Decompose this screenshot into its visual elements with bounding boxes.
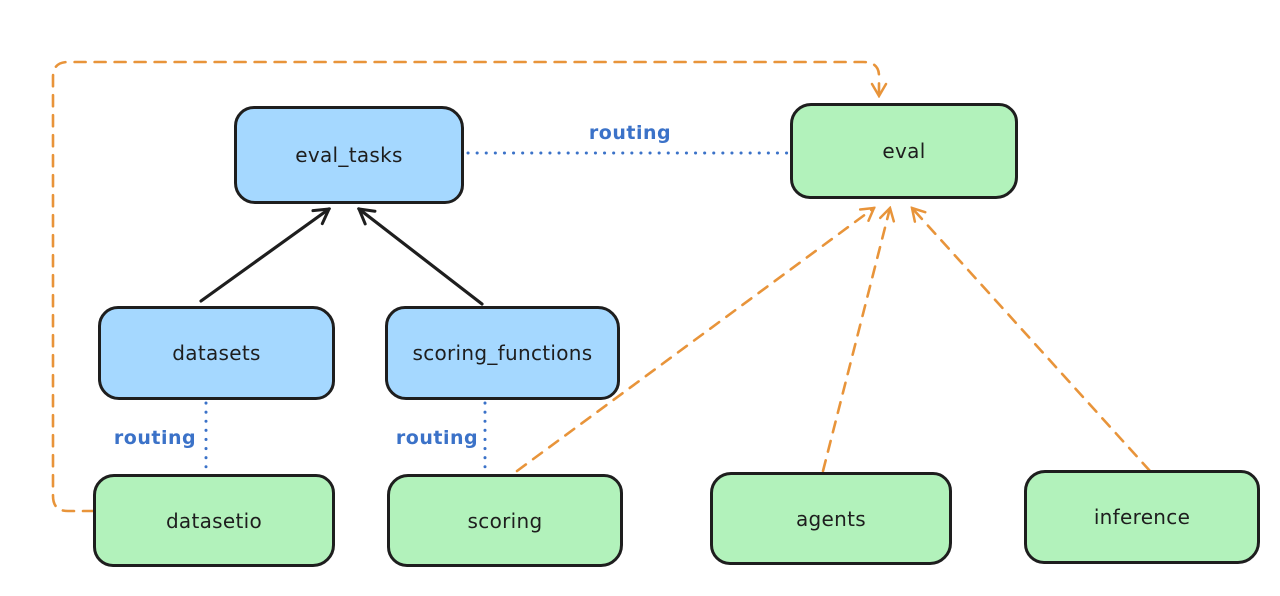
node-eval-label: eval: [882, 139, 926, 163]
node-scoring-label: scoring: [467, 508, 543, 533]
node-scoring: scoring: [387, 474, 623, 567]
node-datasets-label: datasets: [172, 341, 261, 365]
edge-datasets-to-eval_tasks: [199, 209, 329, 303]
node-datasetio-label: datasetio: [165, 508, 263, 533]
edge-scoring_functions-to-eval_tasks: [359, 209, 484, 306]
node-eval-tasks-label: eval_tasks: [295, 143, 403, 167]
routing-label-scoring-functions-scoring: routing: [395, 427, 479, 449]
node-scoring-functions: scoring_functions: [385, 306, 620, 400]
node-agents: agents: [710, 472, 952, 565]
edge-agents-to-eval: [821, 208, 890, 473]
routing-label-datasets-datasetio: routing: [113, 427, 197, 449]
node-eval: eval: [790, 103, 1018, 199]
node-scoring-functions-label: scoring_functions: [412, 341, 593, 365]
node-inference-label: inference: [1093, 505, 1191, 529]
node-datasetio: datasetio: [93, 474, 335, 567]
node-eval-tasks: eval_tasks: [234, 106, 464, 204]
routing-label-eval-tasks-eval: routing: [588, 122, 672, 144]
node-datasets: datasets: [98, 306, 335, 400]
node-inference: inference: [1024, 470, 1260, 564]
edge-inference-to-eval: [912, 208, 1152, 473]
node-agents-label: agents: [796, 506, 866, 531]
